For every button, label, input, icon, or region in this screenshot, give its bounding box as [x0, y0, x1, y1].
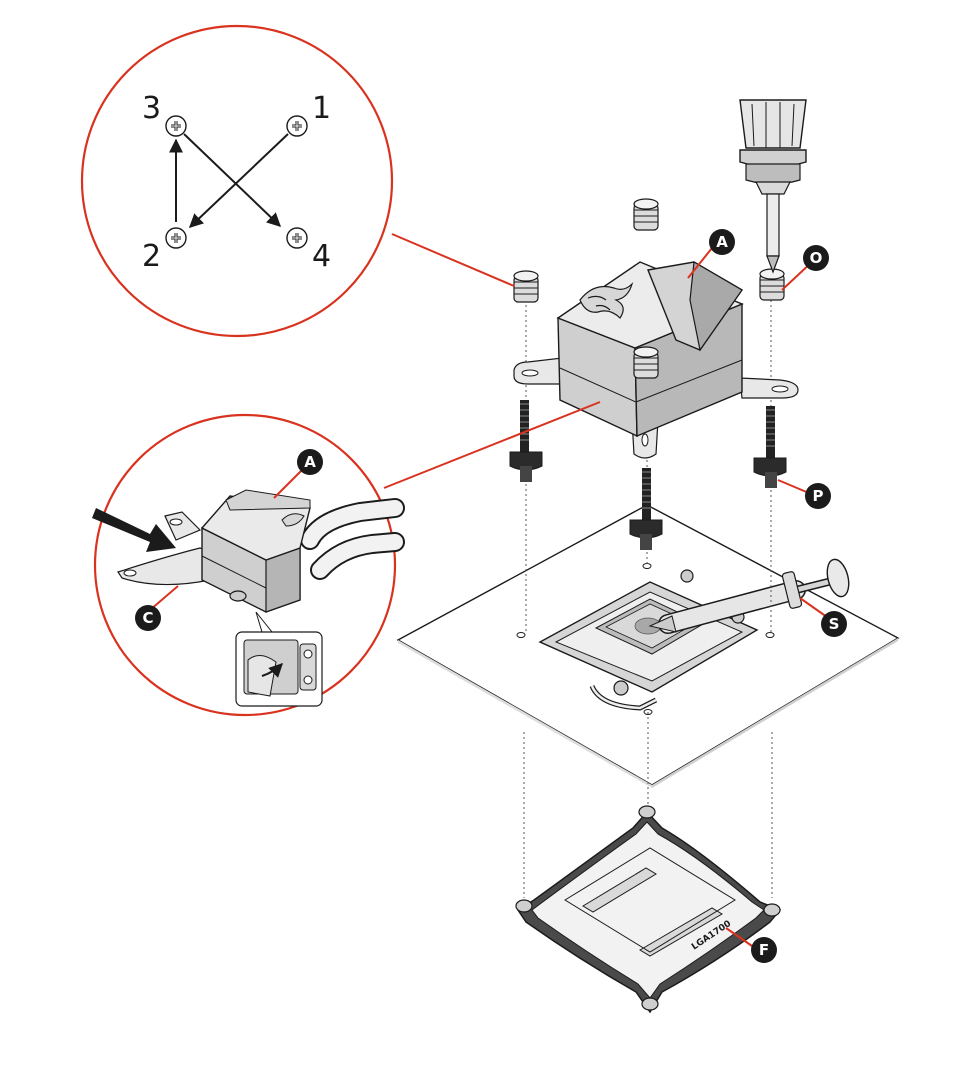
pump-detail-callout: [92, 413, 405, 717]
thermal-paste-syringe: [648, 558, 850, 634]
phillips-screw-icon: [286, 115, 308, 137]
screw-number-2: 2: [142, 239, 161, 274]
thumb-screw-top: [633, 198, 659, 231]
screwdriver-icon: [739, 99, 807, 274]
badge-O: O: [803, 245, 829, 271]
screw-number-4: 4: [312, 239, 331, 274]
badge-A: A: [709, 229, 735, 255]
thumb-screw-front: [633, 346, 659, 379]
backplate-standoffs: [515, 805, 781, 1011]
standoff-center: [629, 468, 663, 550]
standoff-right: [753, 406, 787, 488]
badge-F: F: [751, 937, 777, 963]
badge-C: C: [135, 605, 161, 631]
screw-number-1: 1: [312, 91, 331, 126]
backplate: LGA1700: [515, 805, 782, 1014]
callout-lines: [383, 233, 601, 489]
svg-text:P: P: [813, 487, 824, 505]
tighten-sequence-callout: 3 1 2 4: [80, 24, 394, 338]
screw-number-3: 3: [142, 91, 161, 126]
svg-text:A: A: [304, 453, 316, 471]
standoff-left: [509, 400, 543, 482]
thumb-screw-left: [513, 270, 539, 303]
sequence-arrows: [169, 133, 289, 228]
badge-P: P: [805, 483, 831, 509]
phillips-screw-icon: [165, 115, 187, 137]
badge-A-detail: A: [297, 449, 323, 475]
svg-text:F: F: [759, 941, 769, 959]
badge-S: S: [821, 611, 847, 637]
thumb-screws: [513, 198, 785, 379]
thumb-screw-right: [759, 268, 785, 301]
svg-text:A: A: [716, 233, 728, 251]
cold-plate-inset: [235, 611, 323, 707]
svg-text:S: S: [829, 615, 840, 633]
phillips-screw-icon: [286, 227, 308, 249]
dragon-emblem: [579, 281, 634, 319]
push-arrow-icon: [92, 508, 176, 552]
phillips-screw-icon: [165, 227, 187, 249]
svg-text:C: C: [142, 609, 153, 627]
pump-block: [513, 261, 799, 459]
svg-text:O: O: [810, 249, 823, 267]
